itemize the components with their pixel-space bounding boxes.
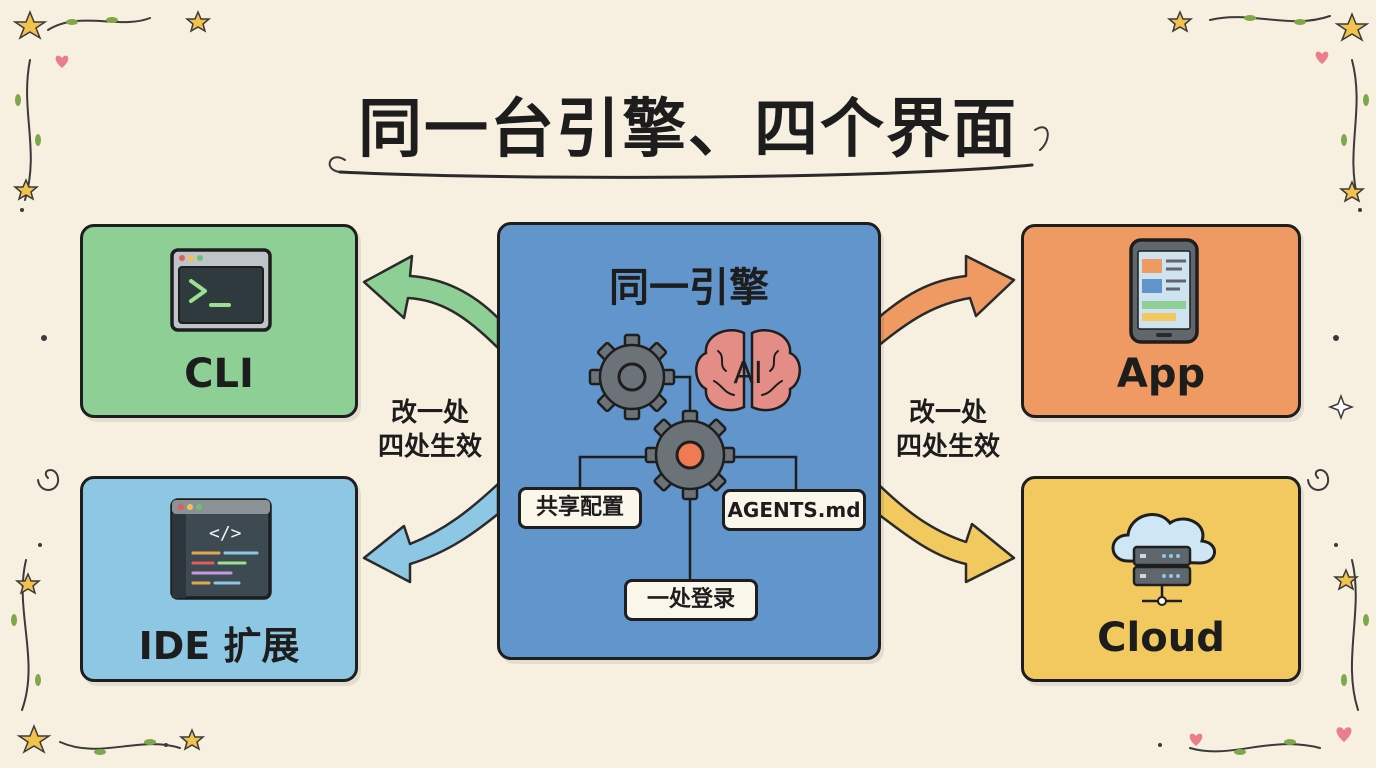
- left-note-line2: 四处生效: [377, 432, 482, 462]
- agents-md-pill: AGENTS.md: [722, 489, 866, 531]
- engine-panel: 同一引擎: [497, 222, 881, 660]
- ai-text: AI: [733, 356, 762, 391]
- app-panel: App: [1021, 224, 1301, 418]
- engine-diagram: AI: [578, 328, 801, 581]
- gear-icon: [588, 333, 676, 421]
- title-underline: [338, 163, 1034, 179]
- left-note-line1: 改一处: [390, 398, 469, 428]
- gear-icon: [644, 409, 736, 501]
- phone-icon: [1129, 238, 1199, 344]
- left-note: 改一处 四处生效: [360, 396, 500, 464]
- arrow-to-app: [876, 254, 1016, 348]
- cloud-label: Cloud: [1097, 615, 1225, 661]
- ide-panel: </> IDE 扩展: [80, 476, 358, 682]
- cli-label: CLI: [184, 351, 254, 397]
- ide-label: IDE 扩展: [138, 624, 300, 668]
- right-note: 改一处 四处生效: [878, 396, 1018, 464]
- right-note-line2: 四处生效: [895, 432, 1000, 462]
- right-note-line1: 改一处: [908, 398, 987, 428]
- page-title: 同一台引擎、四个界面: [358, 93, 1018, 167]
- code-editor-icon: </>: [170, 498, 272, 600]
- engine-label: 同一引擎: [609, 265, 769, 311]
- terminal-icon: [170, 248, 272, 332]
- brain-icon: AI: [695, 328, 801, 412]
- app-label: App: [1116, 351, 1206, 397]
- cloud-panel: Cloud: [1021, 476, 1301, 682]
- shared-config-pill: 共享配置: [518, 487, 642, 529]
- single-login-pill: 一处登录: [624, 579, 758, 621]
- arrow-to-ide: [362, 482, 500, 584]
- arrow-to-cloud: [876, 482, 1016, 584]
- svg-text:</>: </>: [209, 523, 242, 544]
- arrow-to-cli: [362, 254, 500, 350]
- cloud-server-icon: [1111, 513, 1216, 606]
- cli-panel: CLI: [80, 224, 358, 418]
